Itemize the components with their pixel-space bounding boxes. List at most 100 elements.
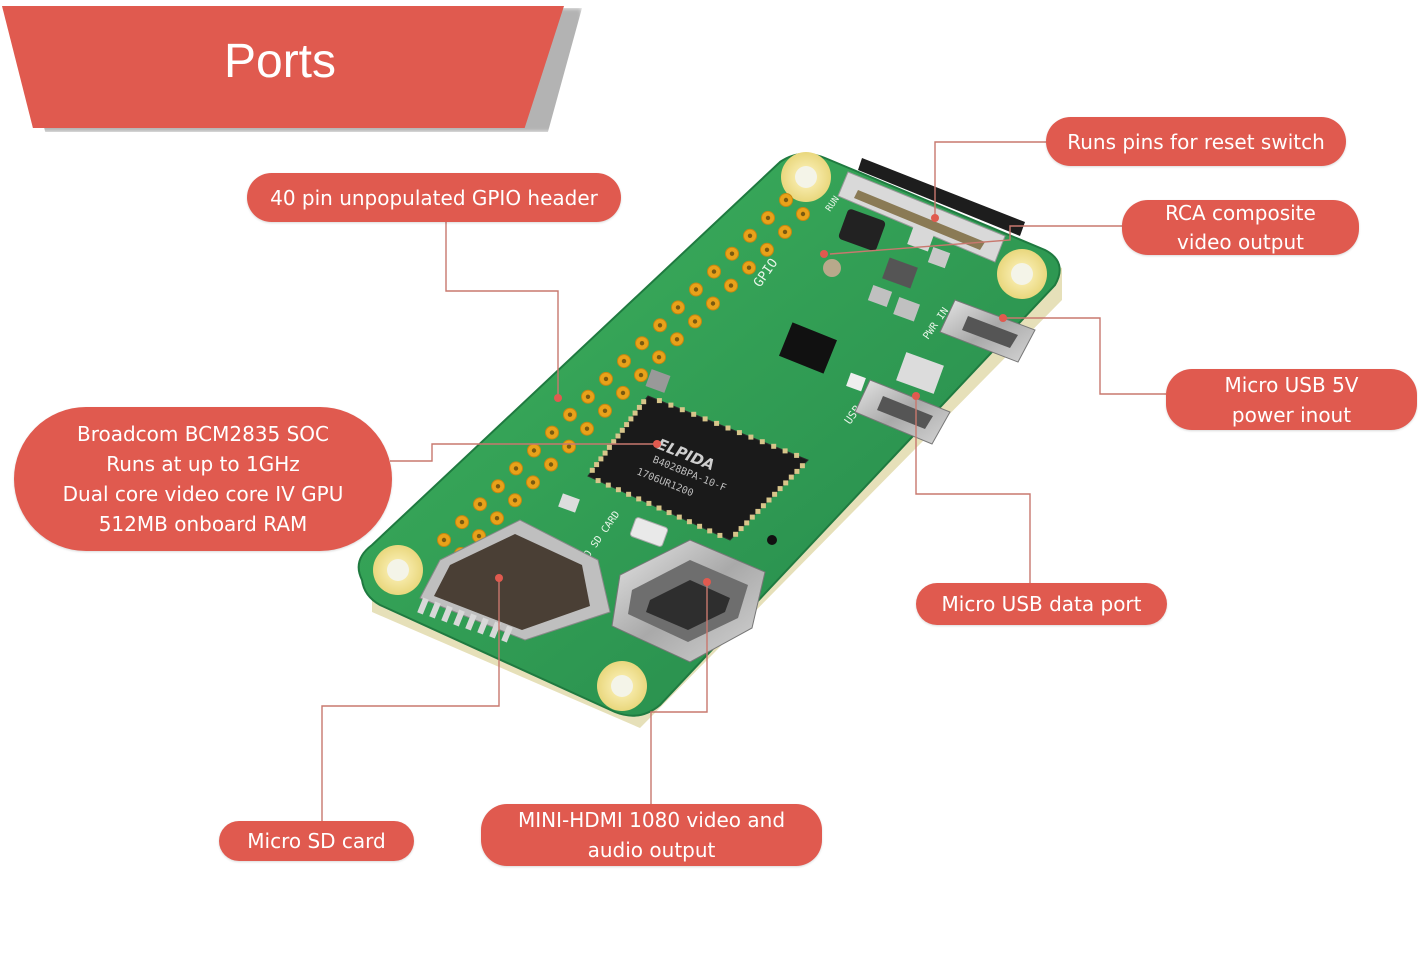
soc-leg: [589, 467, 595, 473]
soc-leg: [626, 491, 632, 497]
gpio-pin-hole: [729, 251, 735, 256]
soc-leg: [748, 434, 754, 440]
gpio-pin-hole: [512, 498, 518, 503]
gpio-pin-hole: [639, 341, 645, 346]
soc-leg: [602, 450, 608, 456]
gpio-pin-hole: [783, 197, 789, 203]
soc-leg: [782, 448, 788, 454]
soc-leg: [666, 510, 672, 516]
callout-micro-usb-data: Micro USB data port: [916, 583, 1167, 625]
soc-leg: [646, 500, 652, 506]
gpio-pin-hole: [603, 376, 609, 382]
soc-leg: [777, 486, 783, 492]
soc-leg: [679, 407, 685, 413]
callout-gpio-header: 40 pin unpopulated GPIO header: [247, 173, 621, 222]
gpio-pin-hole: [674, 337, 680, 342]
soc-leg: [794, 452, 800, 458]
soc-leg: [656, 505, 662, 511]
gpio-pin-hole: [585, 394, 591, 399]
gpio-pin-hole: [765, 215, 771, 221]
soc-leg: [788, 474, 794, 480]
callout-rca-video: RCA composite video output: [1122, 200, 1359, 255]
soc-leg: [755, 508, 761, 514]
gpio-pin-hole: [657, 323, 663, 328]
gpio-pin-hole: [693, 287, 699, 292]
gpio-pin-hole: [710, 301, 716, 306]
gpio-pin-hole: [621, 358, 627, 364]
gpio-pin-hole: [530, 480, 536, 485]
soc-leg: [717, 532, 723, 538]
soc-leg: [624, 422, 630, 428]
soc-leg: [606, 444, 612, 450]
soc-leg: [598, 456, 604, 462]
soc-leg: [749, 514, 755, 520]
gpio-pin-hole: [513, 466, 519, 471]
soc-leg: [714, 420, 720, 426]
soc-leg: [736, 430, 742, 436]
soc-leg: [738, 526, 744, 532]
soc-leg: [668, 402, 674, 408]
soc-leg: [619, 427, 625, 433]
gpio-pin-hole: [728, 283, 734, 288]
soc-leg: [760, 503, 766, 509]
gpio-pin-hole: [746, 265, 752, 270]
soc-leg: [702, 416, 708, 422]
soc-leg: [725, 425, 731, 431]
soc-chip: ELPIDA B4028BPA-10-F 1706UR1200: [587, 395, 809, 541]
gpio-pin-hole: [548, 462, 554, 467]
gpio-pin-hole: [566, 444, 572, 449]
soc-leg: [636, 404, 642, 410]
title-banner: [2, 6, 564, 128]
soc-leg: [794, 468, 800, 474]
soc-leg: [686, 519, 692, 525]
soc-leg: [595, 478, 601, 484]
gpio-pin-hole: [459, 519, 465, 525]
soc-leg: [691, 411, 697, 417]
soc-leg: [641, 399, 647, 405]
soc-leg: [636, 496, 642, 502]
soc-leg: [766, 497, 772, 503]
gpio-pin-hole: [711, 269, 717, 274]
soc-leg: [676, 514, 682, 520]
soc-leg: [772, 491, 778, 497]
soc-leg: [605, 482, 611, 488]
soc-leg: [628, 416, 634, 422]
soc-leg: [611, 439, 617, 445]
callout-reset-pins: Runs pins for reset switch: [1046, 117, 1346, 166]
gpio-pin-hole: [747, 233, 753, 238]
gpio-pin-hole: [656, 355, 662, 360]
soc-leg: [783, 480, 789, 486]
callout-micro-sd: Micro SD card: [219, 821, 414, 861]
soc-leg: [707, 528, 713, 534]
gpio-pin-hole: [441, 537, 447, 543]
soc-leg: [733, 531, 739, 537]
gpio-pin-hole: [549, 430, 555, 435]
callout-broadcom-soc: Broadcom BCM2835 SOC Runs at up to 1GHz …: [14, 407, 392, 551]
gpio-pin-hole: [584, 426, 590, 431]
gpio-pin-hole: [638, 372, 644, 378]
gpio-pin-hole: [531, 448, 537, 453]
soc-leg: [744, 520, 750, 526]
page-title: Ports: [223, 35, 337, 88]
gpio-pin-hole: [782, 229, 788, 235]
gpio-pin-hole: [476, 533, 482, 539]
soc-leg: [615, 433, 621, 439]
soc-leg: [799, 463, 805, 469]
soc-leg: [632, 410, 638, 416]
callout-micro-usb-power: Micro USB 5V power inout: [1166, 369, 1417, 430]
gpio-pin-hole: [494, 516, 500, 521]
soc-leg: [771, 443, 777, 449]
soc-leg: [594, 462, 600, 468]
soc-leg: [759, 439, 765, 445]
gpio-pin-hole: [620, 390, 626, 396]
gpio-pin-hole: [692, 319, 698, 324]
gpio-pin-hole: [602, 408, 608, 413]
callout-mini-hdmi: MINI-HDMI 1080 video and audio output: [481, 804, 822, 866]
gpio-pin-hole: [764, 247, 770, 252]
gpio-pin-hole: [477, 502, 483, 507]
sd-contact: [501, 625, 513, 643]
gpio-pin-hole: [675, 305, 681, 310]
gpio-pin-hole: [800, 211, 806, 217]
soc-leg: [615, 487, 621, 493]
